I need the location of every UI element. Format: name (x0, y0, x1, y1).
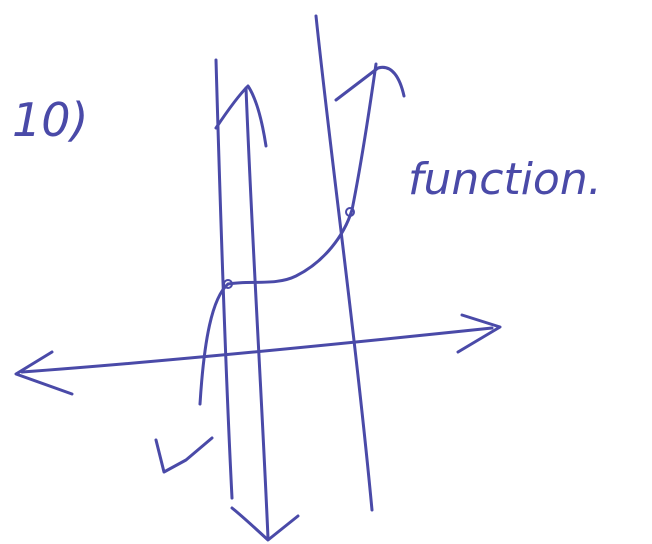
x-axis-left-arrowhead (14, 350, 74, 396)
y-axis-down-arrowhead (230, 506, 300, 542)
y-axis-top-hook (214, 84, 268, 148)
y-axis (244, 86, 270, 540)
x-axis (20, 326, 494, 374)
point-on-right-asymptote (345, 207, 355, 217)
left-asymptote (214, 58, 234, 500)
ink-layer: 10) function. (12, 14, 602, 542)
function-curve (198, 62, 378, 406)
function-annotation: function. (408, 154, 602, 205)
point-on-left-asymptote (223, 279, 233, 289)
curve-top-hook (334, 65, 406, 102)
x-axis-right-arrowhead (456, 313, 502, 354)
problem-label: 10) (12, 93, 88, 147)
right-asymptote (314, 14, 374, 512)
curve-bottom-hook (154, 436, 214, 474)
